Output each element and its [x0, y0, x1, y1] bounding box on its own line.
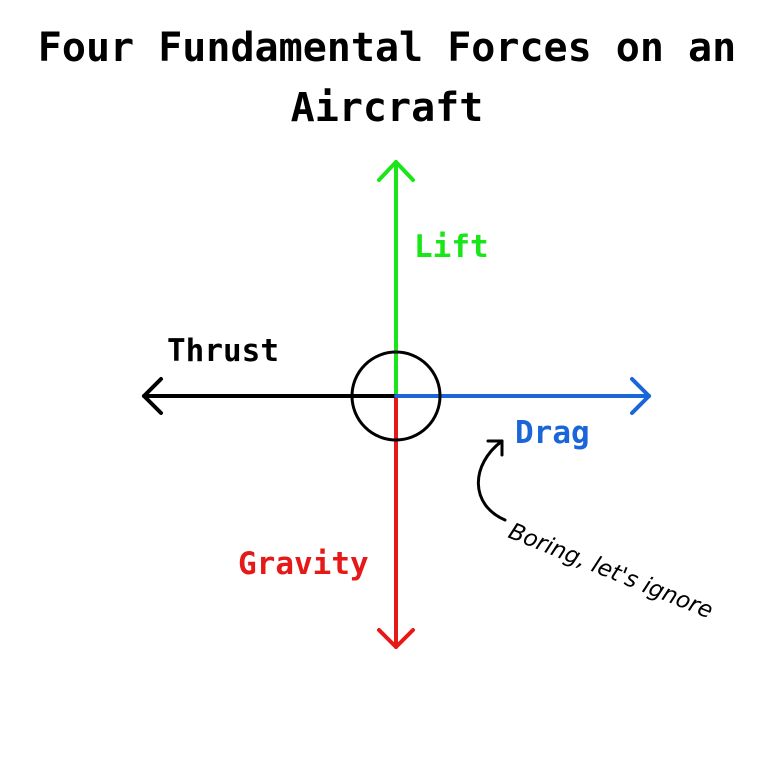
diagram-title: Four Fundamental Forces on an Aircraft [37, 25, 737, 131]
lift-arrow [377, 160, 415, 398]
lift-label: Lift [414, 229, 489, 265]
annotation-text: Boring, let's ignore [505, 518, 717, 624]
drag-label: Drag [515, 415, 590, 451]
aircraft-body-circle [350, 350, 442, 442]
gravity-arrow [377, 394, 415, 649]
thrust-arrow [142, 377, 398, 415]
drag-arrow [394, 377, 651, 415]
thrust-label: Thrust [167, 333, 279, 369]
gravity-label: Gravity [238, 546, 369, 582]
annotation-arrow [476, 439, 507, 522]
